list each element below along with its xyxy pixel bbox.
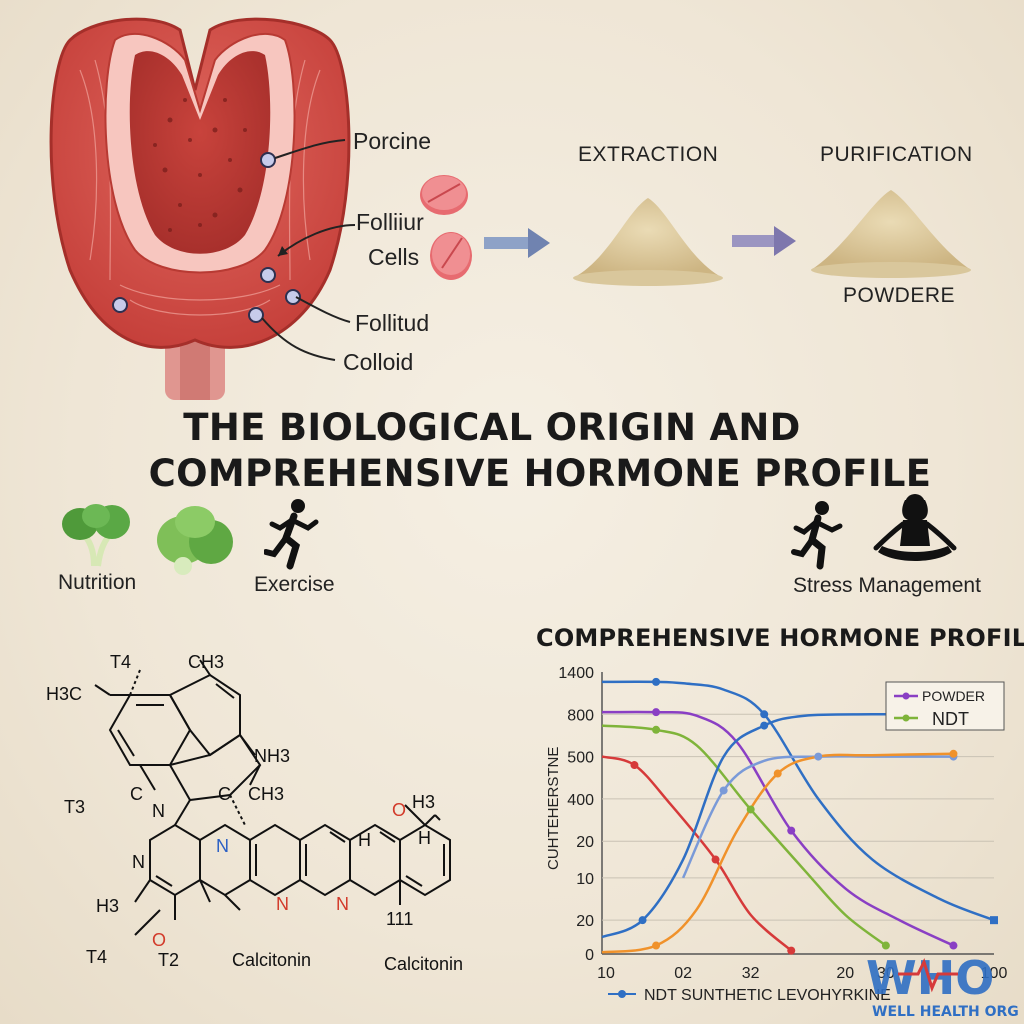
series-point [760, 721, 769, 730]
calcitonin-label-1: Calcitonin [232, 950, 311, 970]
label-follitud: Follitud [355, 310, 430, 336]
purification-label: PURIFICATION [820, 143, 973, 166]
atom-ch3-mid: CH3 [248, 784, 284, 804]
hormone-profile-chart: 1400 800 500 400 20 10 20 0 10 02 32 20 30 100 CUHTE… [545, 665, 1008, 1004]
series-point [652, 677, 661, 686]
page-title-line-1: THE BIOLOGICAL ORIGIN AND [183, 406, 801, 449]
y-tick-label: 0 [585, 947, 594, 964]
legend-entry-powder: POWDER [922, 688, 985, 704]
series-point [711, 855, 720, 864]
page-title-line-2: COMPREHENSIVE HORMONE PROFILE [148, 452, 932, 495]
atom-t4-top: T4 [110, 652, 131, 672]
atom-nh3: NH3 [254, 746, 290, 766]
atom-t4-bottom: T4 [86, 947, 107, 967]
molecule-structure: T4 CH3 H3C NH3 T3 C N C CH3 H3 H H N H3 … [46, 652, 463, 974]
atom-o-bottom: O [152, 930, 166, 950]
runner-icon [264, 499, 319, 570]
powder-pile-extraction [573, 198, 723, 286]
atom-ch3-top: CH3 [188, 652, 224, 672]
x-tick-label: 30 [877, 965, 895, 982]
atom-h3-bottom: H3 [96, 896, 119, 916]
series-point [949, 749, 958, 758]
y-tick-label: 1400 [558, 665, 594, 682]
runner-icon [791, 501, 843, 570]
exercise-label: Exercise [254, 573, 335, 596]
series-point [949, 941, 958, 950]
series-point [630, 761, 639, 770]
x-tick-label: 10 [597, 965, 615, 982]
series-point [814, 752, 823, 761]
series-line [601, 712, 927, 939]
series-point [652, 725, 661, 734]
y-tick-label: 20 [576, 913, 594, 930]
y-tick-label: 400 [567, 792, 594, 809]
atom-h3c-left: H3C [46, 684, 82, 704]
x-tick-label: 32 [742, 965, 760, 982]
series-line [601, 724, 887, 947]
atom-t2-bottom: T2 [158, 950, 179, 970]
atom-n-mid: N [152, 801, 165, 821]
powder-pile-purification [811, 190, 971, 278]
series-point [760, 710, 769, 719]
thyroid-gland-illustration [49, 17, 351, 400]
y-tick-label: 800 [567, 707, 594, 724]
x-tick-label: 100 [981, 965, 1008, 982]
label-porcine: Porcine [353, 128, 431, 154]
label-cells: Cells [368, 244, 420, 270]
powder-label: POWDERE [843, 284, 956, 307]
series-point [746, 805, 755, 814]
arrow-right-icon [732, 226, 796, 256]
atom-h-right1: H [358, 830, 371, 850]
y-tick-label: 500 [567, 750, 594, 767]
series-point [787, 946, 796, 955]
y-tick-label: 20 [576, 834, 594, 851]
nutrition-label: Nutrition [58, 571, 137, 594]
svg-text:WELL HEALTH ORG: WELL HEALTH ORG [872, 1004, 1018, 1020]
series-point [652, 708, 661, 717]
calcitonin-label-2: Calcitonin [384, 954, 463, 974]
atom-c-left: C [130, 784, 143, 804]
label-colloid: Colloid [343, 349, 414, 375]
x-tick-label: 20 [836, 965, 854, 982]
atom-c-mid: C [218, 784, 231, 804]
label-leader-lines [261, 139, 356, 361]
arrow-right-icon [484, 228, 550, 258]
legend-box [885, 681, 1005, 731]
series-point [787, 826, 796, 835]
atom-n-left: N [132, 852, 145, 872]
series-line [601, 680, 995, 922]
extraction-label: EXTRACTION [578, 143, 719, 166]
atom-h-right2: H [418, 828, 431, 848]
bok-choy-icon [157, 506, 233, 575]
leafy-greens-icon [62, 504, 130, 567]
atom-111: 111 [386, 909, 413, 929]
atom-t3: T3 [64, 797, 85, 817]
series-point [773, 769, 782, 778]
stress-management-label: Stress Management [793, 574, 981, 597]
series-line [601, 710, 954, 947]
meditation-icon [873, 494, 957, 561]
x-tick-label: 02 [674, 965, 692, 982]
label-folliiur: Folliiur [356, 209, 424, 235]
series-line [601, 752, 954, 954]
well-health-org-logo: WHO WELL HEALTH ORG [866, 951, 1018, 1020]
atom-o-right: O [392, 800, 406, 820]
series-point [990, 916, 998, 925]
tablet-pills-icon [420, 175, 472, 280]
atom-h3-right: H3 [412, 792, 435, 812]
series-line [681, 755, 954, 879]
y-axis-label: CUHTEHERSTNE [545, 747, 562, 870]
atom-n-red2: N [336, 894, 349, 914]
bottom-legend-label: NDT SUNTHETIC LEVOHYRKINE [644, 987, 891, 1004]
y-tick-label: 10 [576, 871, 594, 888]
chart-title: COMPREHENSIVE HORMONE PROFILE [536, 624, 1024, 652]
legend-entry-ndt: NDT [932, 709, 969, 729]
atom-n-blue: N [216, 836, 229, 856]
atom-n-red1: N [276, 894, 289, 914]
series-point [719, 786, 728, 795]
series-point [652, 941, 661, 950]
series-point [638, 916, 647, 925]
series-point [881, 941, 890, 950]
